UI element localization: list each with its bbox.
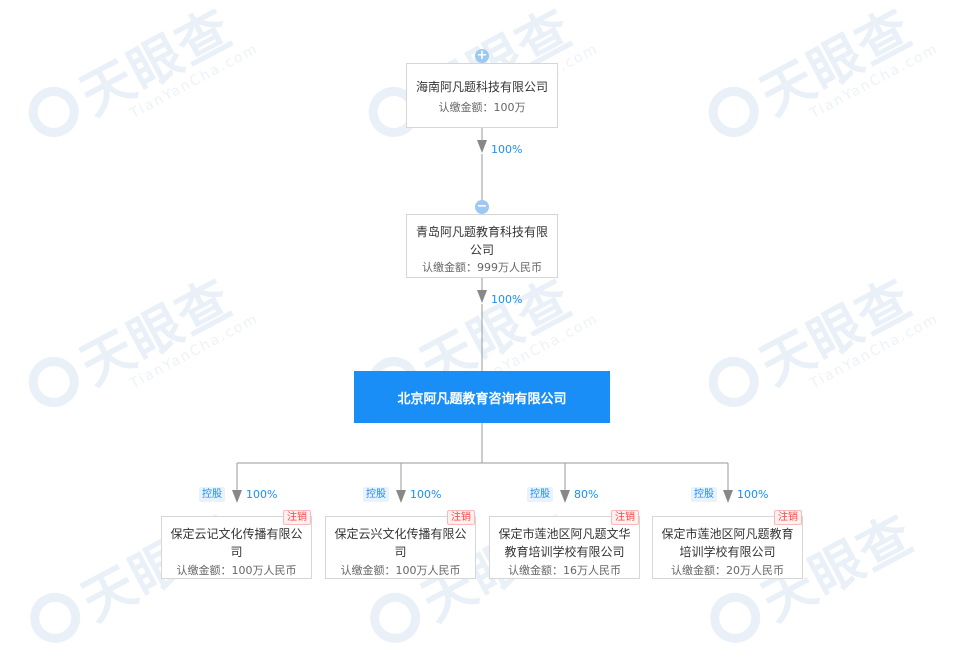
- arrow-down-icon: [560, 490, 570, 503]
- share-percent: 100%: [491, 293, 523, 306]
- share-percent: 100%: [737, 488, 769, 501]
- company-name: 保定云记文化传播有限公司: [170, 527, 303, 559]
- arrow-down-icon: [477, 290, 487, 303]
- collapse-icon[interactable]: −: [475, 199, 489, 214]
- subsidiary-node[interactable]: 注销 保定云兴文化传播有限公司 认缴金额：100万人民币: [325, 510, 476, 579]
- shareholder-node[interactable]: 青岛阿凡题教育科技有限公司 认缴金额：999万人民币: [406, 214, 558, 278]
- share-percent: 100%: [491, 143, 523, 156]
- expand-icon[interactable]: +: [475, 48, 489, 63]
- cancelled-badge: 注销: [447, 510, 475, 525]
- capital-amount: 认缴金额：999万人民币: [422, 261, 542, 274]
- cancelled-badge: 注销: [611, 510, 639, 525]
- control-tag: 控股: [691, 487, 717, 502]
- subsidiary-node[interactable]: 注销 保定市莲池区阿凡题文华教育培训学校有限公司 认缴金额：16万人民币: [489, 510, 640, 579]
- capital-amount: 认缴金额：16万人民币: [508, 564, 621, 577]
- capital-amount: 认缴金额：100万人民币: [176, 564, 297, 577]
- arrow-down-icon: [723, 490, 733, 503]
- root-company-node[interactable]: 北京阿凡题教育咨询有限公司: [354, 371, 610, 423]
- arrow-down-icon: [477, 140, 487, 153]
- subsidiary-node[interactable]: 注销 保定市莲池区阿凡题教育培训学校有限公司 认缴金额：20万人民币: [652, 510, 803, 579]
- company-name: 保定市莲池区阿凡题文华教育培训学校有限公司: [498, 527, 631, 559]
- control-tag: 控股: [527, 487, 553, 502]
- cancelled-badge: 注销: [283, 510, 311, 525]
- arrow-down-icon: [232, 490, 242, 503]
- capital-amount: 认缴金额：100万人民币: [340, 564, 461, 577]
- cancelled-badge: 注销: [774, 510, 802, 525]
- share-percent: 80%: [574, 488, 599, 501]
- capital-amount: 认缴金额：20万人民币: [671, 564, 784, 577]
- share-percent: 100%: [246, 488, 278, 501]
- company-name: 保定云兴文化传播有限公司: [334, 527, 467, 559]
- company-name: 青岛阿凡题教育科技有限公司: [415, 225, 548, 257]
- company-name: 保定市莲池区阿凡题教育培训学校有限公司: [661, 527, 794, 559]
- arrow-down-icon: [396, 490, 406, 503]
- share-percent: 100%: [410, 488, 442, 501]
- control-tag: 控股: [363, 487, 389, 502]
- capital-amount: 认缴金额：100万: [438, 101, 526, 114]
- shareholder-node[interactable]: 海南阿凡题科技有限公司 认缴金额：100万: [406, 63, 558, 128]
- control-tag: 控股: [199, 487, 225, 502]
- company-name: 海南阿凡题科技有限公司: [415, 80, 548, 94]
- connector-lines: [232, 128, 733, 503]
- subsidiary-node[interactable]: 注销 保定云记文化传播有限公司 认缴金额：100万人民币: [161, 510, 312, 579]
